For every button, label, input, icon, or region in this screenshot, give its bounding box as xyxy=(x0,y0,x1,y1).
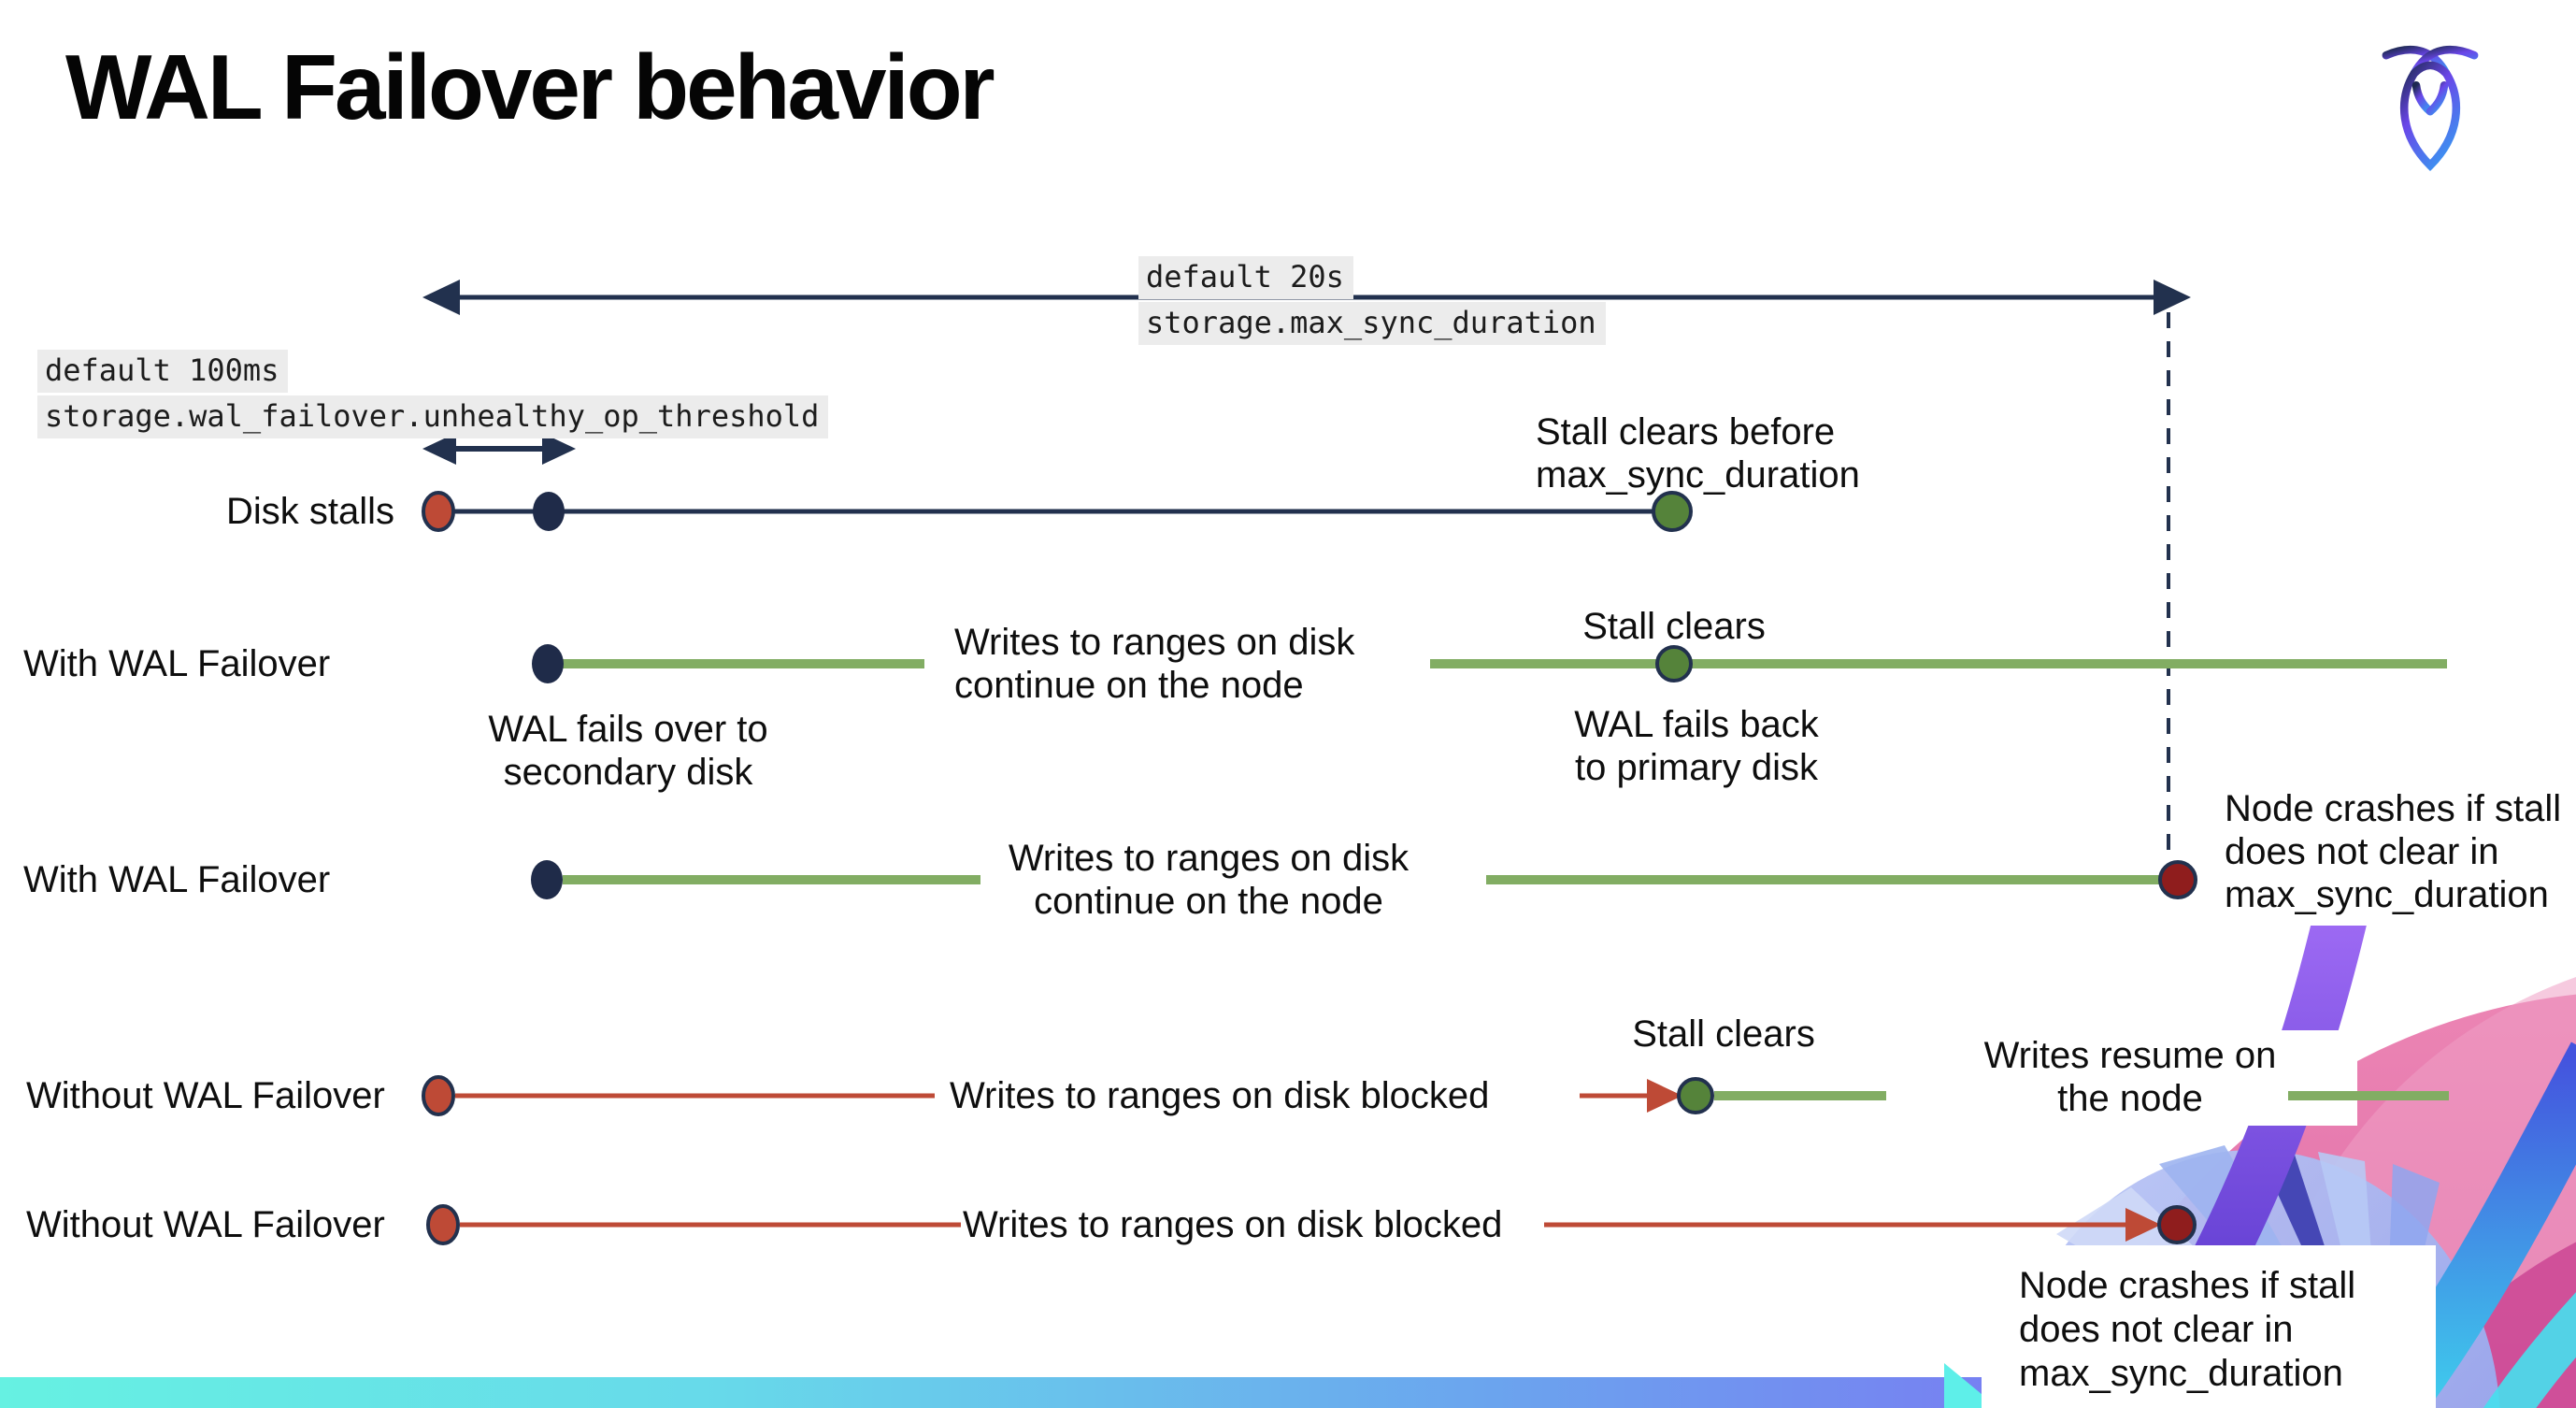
timeline-without-failover-1 xyxy=(422,1075,2449,1116)
crash-note-bottom: Node crashes if stall does not clear in … xyxy=(2019,1265,2356,1394)
row-label-without-wal-failover-1: Without WAL Failover xyxy=(26,1075,385,1116)
failover-dot xyxy=(531,860,563,899)
setting-name: storage.max_sync_duration xyxy=(1138,302,1606,345)
row-label-with-wal-failover-1: With WAL Failover xyxy=(23,643,331,684)
unhealthy-op-threshold-arrow xyxy=(422,433,576,465)
timeline-disk-stalls xyxy=(422,491,1693,532)
stall-clears-dot xyxy=(1677,1077,1714,1114)
writes-blocked-note-1: Writes to ranges on disk blocked xyxy=(950,1075,1490,1116)
node-crash-dot xyxy=(2158,860,2197,899)
failover-dot xyxy=(532,644,564,683)
stall-start-dot xyxy=(426,1204,460,1245)
stall-start-dot xyxy=(422,491,455,532)
row-label-with-wal-failover-2: With WAL Failover xyxy=(23,859,331,900)
crash-note-box: Node crashes if stall does not clear in … xyxy=(1982,1245,2436,1408)
unhealthy-op-threshold-annotation: default 100ms storage.wal_failover.unhea… xyxy=(37,350,829,441)
arrowhead-right xyxy=(1647,1079,1682,1113)
slide-title: WAL Failover behavior xyxy=(65,36,995,138)
node-crash-dot xyxy=(2157,1205,2197,1244)
setting-default-value: default 100ms xyxy=(37,350,289,393)
timeline-with-failover-1 xyxy=(532,644,2447,683)
threshold-dot xyxy=(533,492,565,531)
writes-blocked-note-2: Writes to ranges on disk blocked xyxy=(963,1204,1503,1245)
stall-clears-dot xyxy=(1652,491,1693,532)
stall-clears-dot xyxy=(1655,645,1693,682)
row-label-disk-stalls: Disk stalls xyxy=(226,491,395,532)
setting-name: storage.wal_failover.unhealthy_op_thresh… xyxy=(37,395,829,438)
stall-clears-label-1: Stall clears xyxy=(1582,606,1766,647)
writes-continue-note-1: Writes to ranges on disk continue on the… xyxy=(954,622,1355,706)
max-sync-duration-annotation: default 20s storage.max_sync_duration xyxy=(1138,256,1606,348)
arrowhead-right xyxy=(2125,1208,2161,1242)
stall-clears-label-2: Stall clears xyxy=(1632,1013,1815,1055)
timeline-without-failover-2 xyxy=(426,1204,2197,1245)
stall-start-dot xyxy=(422,1075,455,1116)
stall-clears-before-note: Stall clears before max_sync_duration xyxy=(1536,411,1860,496)
wal-fails-back-note: WAL fails back to primary disk xyxy=(1574,704,1819,788)
row-label-without-wal-failover-2: Without WAL Failover xyxy=(26,1204,385,1245)
arrowhead-left xyxy=(422,280,460,315)
art-cyan-arc xyxy=(2483,1291,2576,1408)
wal-fails-over-note: WAL fails over to secondary disk xyxy=(488,709,768,793)
timeline-with-failover-2 xyxy=(531,860,2197,899)
writes-resume-note: Writes resume on the node xyxy=(1903,1030,2357,1126)
cockroachdb-logo-icon xyxy=(2382,45,2479,172)
writes-continue-note-2: Writes to ranges on disk continue on the… xyxy=(1008,838,1410,922)
arrowhead-right xyxy=(2154,280,2191,315)
setting-default-value: default 20s xyxy=(1138,256,1353,299)
crash-note-right: Node crashes if stall does not clear in … xyxy=(2225,788,2562,915)
